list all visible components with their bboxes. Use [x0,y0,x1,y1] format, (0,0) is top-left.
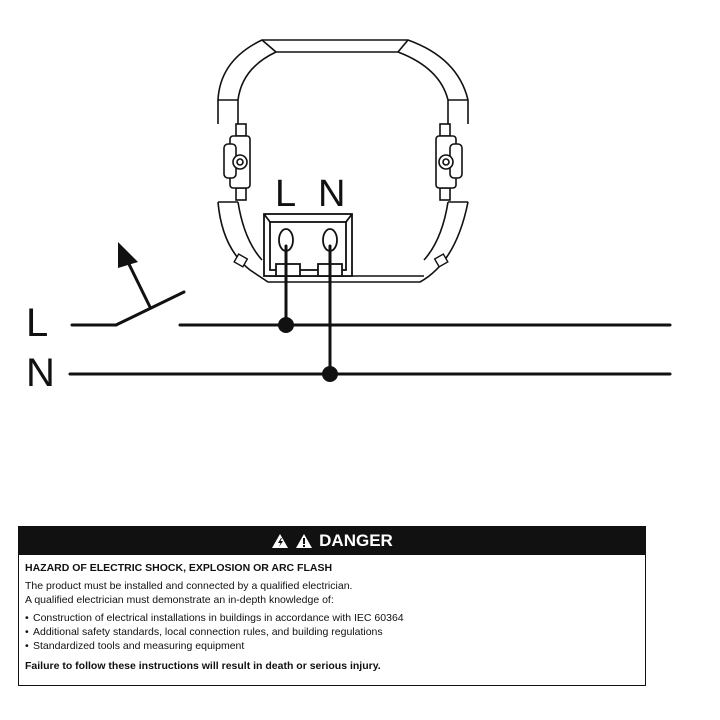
danger-header: DANGER [19,527,645,555]
danger-body: HAZARD OF ELECTRIC SHOCK, EXPLOSION OR A… [19,555,645,673]
wiring-diagram: L N L N [26,39,672,395]
terminal-l-label: L [275,173,296,215]
terminal-n-label: N [318,173,345,215]
terminal-l-slot [275,263,301,277]
list-item: Standardized tools and measuring equipme… [25,639,639,653]
right-mounting-clip [435,123,463,201]
requirements-list: Construction of electrical installations… [25,611,639,653]
list-item: Additional safety standards, local conne… [25,625,639,639]
housing-inner-top [237,51,449,124]
neutral-junction-dot [322,366,338,382]
switch-arrow-shaft [124,256,152,309]
consequence-warning: Failure to follow these instructions wil… [25,660,381,672]
switch-arrow-head [118,242,138,268]
danger-header-text: DANGER [319,531,393,550]
intro-line-2: A qualified electrician must demonstrate… [25,594,334,606]
warning-icon [296,534,313,548]
list-item: Construction of electrical installations… [25,611,639,625]
line-label: L [26,301,48,345]
mains-wiring [68,244,672,376]
neutral-label: N [26,351,55,395]
terminal-block [263,213,353,277]
housing-bottom [217,201,469,283]
hazard-title: HAZARD OF ELECTRIC SHOCK, EXPLOSION OR A… [25,562,333,574]
housing-outer-top [217,39,469,124]
line-junction-dot [278,317,294,333]
danger-notice: DANGER HAZARD OF ELECTRIC SHOCK, EXPLOSI… [18,526,646,686]
left-mounting-clip [223,123,251,201]
housing-feet [233,253,449,268]
electric-hazard-icon [272,534,289,548]
intro-line-1: The product must be installed and connec… [25,580,353,592]
